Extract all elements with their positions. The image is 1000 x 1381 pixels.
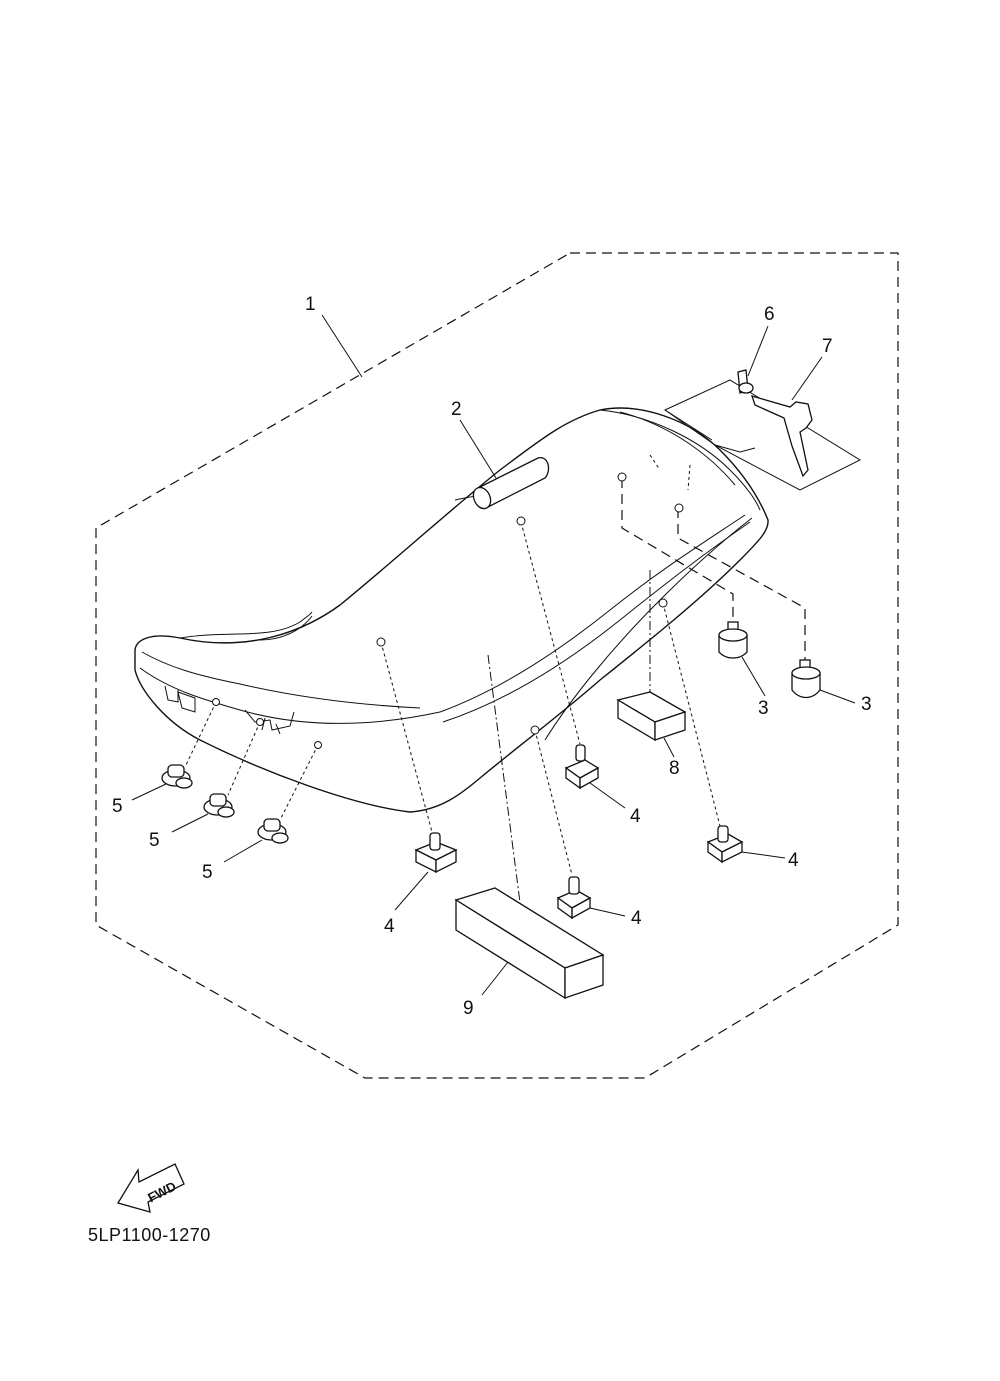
- callout-6: 6: [764, 304, 775, 325]
- part-6-7-lock-assembly: [649, 325, 862, 491]
- leader-1: [321, 314, 363, 378]
- part-2-hose: [459, 419, 550, 510]
- callout-3b: 3: [861, 694, 872, 715]
- callout-4c: 4: [384, 916, 395, 937]
- seat: [134, 407, 769, 813]
- part-8-pad: [616, 570, 687, 758]
- part-3-dampers: [617, 472, 856, 704]
- callout-8: 8: [669, 758, 680, 779]
- part-4-clips: [376, 516, 786, 920]
- callout-5a: 5: [112, 796, 123, 817]
- diagram-part-number: 5LP1100-1270: [88, 1225, 211, 1245]
- callout-4a: 4: [630, 806, 641, 827]
- callout-4b: 4: [788, 850, 799, 871]
- callout-9: 9: [463, 998, 474, 1019]
- callout-5b: 5: [149, 830, 160, 851]
- callout-3a: 3: [758, 698, 769, 719]
- callout-1: 1: [305, 294, 316, 315]
- part-5-grommets: [131, 698, 322, 863]
- assembly-boundary: [95, 252, 899, 1079]
- fwd-arrow-icon: FWD: [117, 1163, 185, 1213]
- callout-2: 2: [451, 399, 462, 420]
- callout-5c: 5: [202, 862, 213, 883]
- callout-4d: 4: [631, 908, 642, 929]
- callout-7: 7: [822, 336, 833, 357]
- part-9-foam-block: [454, 654, 605, 1000]
